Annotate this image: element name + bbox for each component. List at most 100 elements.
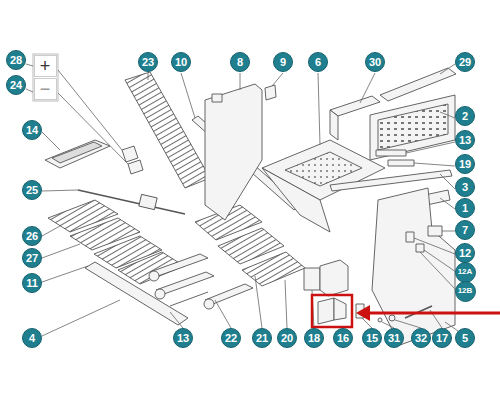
callout-number: 13 <box>173 328 193 348</box>
callout-number: 12B <box>455 281 476 302</box>
callout-circle <box>455 262 475 282</box>
callout-number: 29 <box>455 52 475 72</box>
callout-text: 8 <box>237 57 243 68</box>
callout-text: 11 <box>26 278 38 289</box>
callout-circle <box>412 329 431 348</box>
callout-circle <box>23 227 42 246</box>
callout-number: 32 <box>411 328 431 348</box>
callout-text: 21 <box>256 333 268 344</box>
callout-circle <box>456 53 475 72</box>
zoom-button: + <box>34 55 57 77</box>
callout-text: 7 <box>462 225 468 236</box>
callout-circle <box>456 329 475 348</box>
callout-circle <box>363 329 382 348</box>
callout-circle <box>433 329 452 348</box>
callout-number: 21 <box>252 328 272 348</box>
callout-text: 9 <box>280 57 286 68</box>
callout-number: 19 <box>455 154 475 174</box>
callout-circle <box>456 131 475 150</box>
callout-number: 7 <box>455 220 475 240</box>
callout-circle <box>231 53 250 72</box>
callout-number: 28 <box>6 50 26 70</box>
callout-circle <box>23 329 42 348</box>
callout-circle <box>222 329 241 348</box>
callout-circle <box>278 329 297 348</box>
callout-number: 10 <box>171 52 191 72</box>
callout-text: 31 <box>388 333 400 344</box>
callout-number: 30 <box>365 52 385 72</box>
callout-circle <box>456 155 475 174</box>
callout-number: 6 <box>308 52 328 72</box>
callout-number: 26 <box>22 226 42 246</box>
callout-text: + <box>40 57 51 75</box>
callout-number: 23 <box>138 52 158 72</box>
zoom-button: − <box>34 78 57 100</box>
callout-number: 13 <box>455 130 475 150</box>
callout-text: − <box>40 80 51 98</box>
callout-number: 25 <box>22 180 42 200</box>
callout-circle <box>23 249 42 268</box>
callout-circle <box>174 329 193 348</box>
callout-text: 28 <box>10 55 22 66</box>
callout-text: 32 <box>415 333 427 344</box>
callout-circle <box>139 53 158 72</box>
callout-text: 23 <box>142 57 154 68</box>
callout-circle <box>305 329 324 348</box>
callout-number: 11 <box>22 273 42 293</box>
callout-text: 12 <box>459 248 471 259</box>
callout-number: 9 <box>273 52 293 72</box>
callout-circle <box>334 329 353 348</box>
callout-text: 14 <box>26 125 38 136</box>
callout-number: 18 <box>304 328 324 348</box>
callout-number: 12A <box>455 262 476 283</box>
callout-circle <box>385 329 404 348</box>
callout-number: 17 <box>432 328 452 348</box>
callout-text: 20 <box>281 333 293 344</box>
callout-text: 22 <box>225 333 237 344</box>
callout-circle <box>309 53 328 72</box>
callout-circle <box>456 107 475 126</box>
callout-text: 18 <box>308 333 320 344</box>
callout-number: 12 <box>455 243 475 263</box>
callout-circle <box>253 329 272 348</box>
callout-number: 4 <box>22 328 42 348</box>
callout-text: 13 <box>459 135 471 146</box>
callout-text: 27 <box>26 253 38 264</box>
callout-circle <box>7 76 26 95</box>
callout-text: 12B <box>458 287 473 295</box>
callout-text: 17 <box>436 333 448 344</box>
callout-text: 13 <box>177 333 189 344</box>
callout-text: 19 <box>459 159 471 170</box>
callout-circle <box>7 51 26 70</box>
highlight-arrow <box>356 305 500 321</box>
callout-number: 15 <box>362 328 382 348</box>
callout-text: 10 <box>175 57 187 68</box>
callout-circle <box>456 199 475 218</box>
callout-circle <box>172 53 191 72</box>
callout-text: 30 <box>369 57 381 68</box>
zoom-frame <box>33 54 58 101</box>
callout-text: 1 <box>462 203 468 214</box>
callout-number: 16 <box>333 328 353 348</box>
callout-circle <box>274 53 293 72</box>
callout-text: 16 <box>337 333 349 344</box>
callout-text: 3 <box>462 182 468 193</box>
callout-number: 31 <box>384 328 404 348</box>
callout-number: 5 <box>455 328 475 348</box>
callout-number: 3 <box>455 177 475 197</box>
callout-circle <box>23 121 42 140</box>
callout-text: 15 <box>366 333 378 344</box>
parts <box>45 68 456 345</box>
callout-circle <box>23 181 42 200</box>
callout-circle <box>456 221 475 240</box>
leader-lines <box>26 64 458 336</box>
callout-text: 29 <box>459 57 471 68</box>
callout-text: 12A <box>458 268 473 276</box>
callout-text: 26 <box>26 231 38 242</box>
callout-number: 2 <box>455 106 475 126</box>
callout-circle <box>455 281 475 301</box>
callout-circle <box>366 53 385 72</box>
callout-text: 25 <box>26 185 38 196</box>
callout-text: 24 <box>10 80 22 91</box>
callout-number: 8 <box>230 52 250 72</box>
